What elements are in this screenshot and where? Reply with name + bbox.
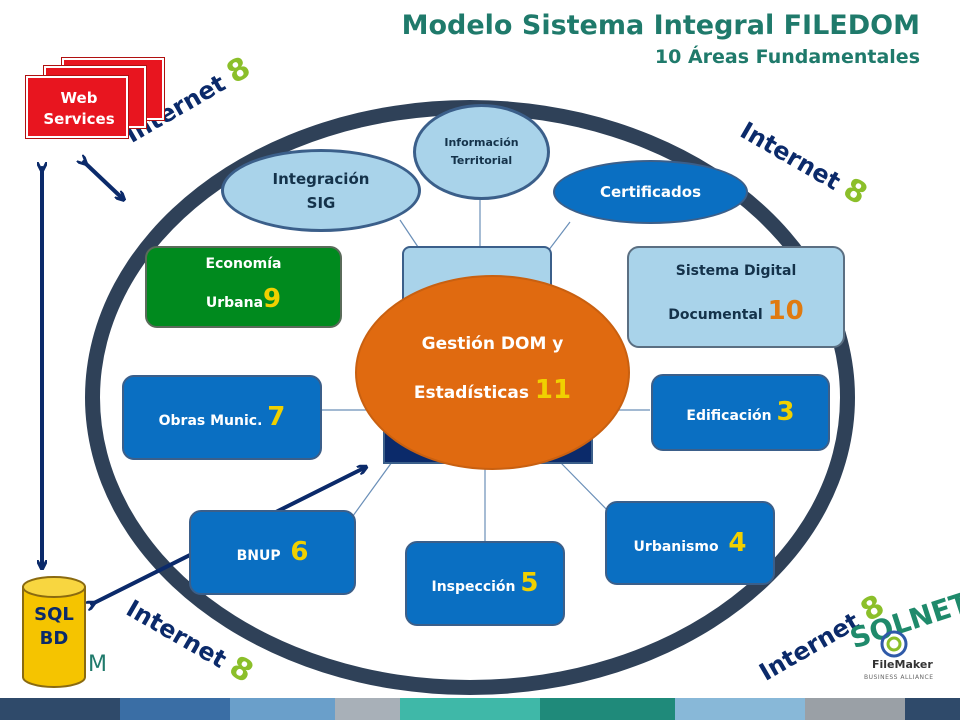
footer-segment <box>120 698 230 720</box>
node-urbanismo: Urbanismo 4 <box>605 501 775 585</box>
footer-segment <box>230 698 335 720</box>
footer-color-strip <box>0 698 960 720</box>
node-number: 7 <box>267 402 286 432</box>
page-subtitle: 10 Áreas Fundamentales <box>654 46 920 68</box>
footer-segment <box>905 698 960 720</box>
footer-segment <box>805 698 905 720</box>
node-label: Inspección <box>431 579 516 595</box>
business-alliance-label: BUSINESS ALLIANCE <box>864 674 934 681</box>
node-label: Certificados <box>600 183 701 201</box>
node-number: 9 <box>263 283 282 314</box>
web-services-label: Web Services <box>43 89 115 128</box>
footer-segment <box>400 698 540 720</box>
database-icon <box>22 576 86 688</box>
node-integracion-sig: Integración SIG <box>221 149 421 232</box>
node-bnup: BNUP 6 <box>189 510 356 595</box>
node-label: Integración SIG <box>272 169 370 212</box>
filedom-logo-fragment: M <box>88 652 107 677</box>
node-obras-munic: Obras Munic. 7 <box>122 375 322 460</box>
node-label: Información Territorial <box>444 136 519 167</box>
node-gestion-dom: Gestión DOM y Estadísticas 11 <box>355 275 630 470</box>
link-sig <box>399 219 421 251</box>
node-label: Economía Urbana <box>205 256 282 311</box>
node-informacion-territorial: Información Territorial <box>413 104 550 200</box>
node-number: 4 <box>728 527 747 558</box>
page-title: Modelo Sistema Integral FILEDOM <box>401 10 920 41</box>
node-label: Edificación <box>686 408 772 424</box>
node-number: 10 <box>767 296 804 326</box>
solnet-logo: SOLNET FileMaker BUSINESS ALLIANCE <box>846 586 960 690</box>
node-number: 3 <box>776 397 795 427</box>
node-number: 11 <box>534 375 572 406</box>
node-label: Sistema Digital Documental <box>668 263 797 323</box>
arrow-web-ring <box>84 162 122 198</box>
web-sheet-front: Web Services <box>26 76 128 138</box>
node-certificados: Certificados <box>553 160 748 224</box>
node-economia-urbana: Economía Urbana9 <box>145 246 342 328</box>
sql-database: SQL BD <box>21 575 87 689</box>
web-services-stack: Web Services <box>24 58 166 148</box>
spiral-icon <box>880 630 908 658</box>
filemaker-label: FileMaker <box>872 658 933 671</box>
node-label: Gestión DOM y Estadísticas <box>413 334 564 404</box>
footer-segment <box>335 698 400 720</box>
database-label: SQL BD <box>34 604 74 649</box>
footer-segment <box>675 698 805 720</box>
diagram-title: Modelo Sistema Integral FILEDOM 10 Áreas… <box>402 8 920 70</box>
footer-segment <box>0 698 120 720</box>
node-edificacion: Edificación 3 <box>651 374 830 451</box>
node-number: 5 <box>520 568 539 598</box>
node-inspeccion: Inspección 5 <box>405 541 565 626</box>
footer-segment <box>540 698 675 720</box>
node-sistema-digital: Sistema Digital Documental 10 <box>627 246 845 348</box>
node-label: Obras Munic. <box>158 413 263 429</box>
node-number: 6 <box>290 537 309 567</box>
node-label: Urbanismo <box>633 538 719 555</box>
node-label: BNUP <box>236 548 281 564</box>
